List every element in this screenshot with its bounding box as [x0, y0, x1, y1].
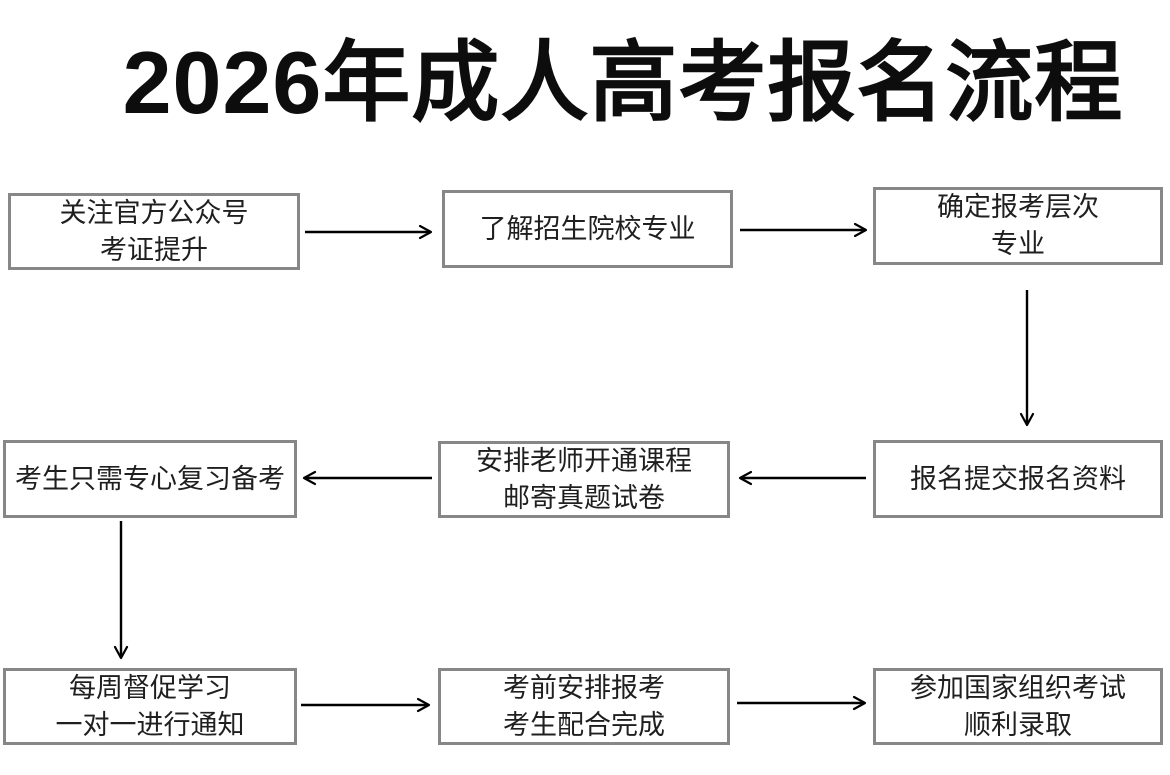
- node-label-line: 了解招生院校专业: [479, 213, 696, 244]
- node-label-line: 参加国家组织考试: [910, 672, 1126, 703]
- node-label-line: 一对一进行通知: [55, 709, 245, 740]
- flow-node-weekly-supervision: 每周督促学习 一对一进行通知: [3, 668, 297, 745]
- flow-node-teacher-opens-course: 安排老师开通课程 邮寄真题试卷: [438, 441, 730, 518]
- node-label-line: 关注官方公众号: [59, 197, 249, 228]
- node-label-line: 报名提交报名资料: [910, 463, 1126, 494]
- node-label-line: 考前安排报考: [503, 672, 665, 703]
- flow-node-determine-level-major: 确定报考层次 专业: [873, 187, 1163, 265]
- flow-node-follow-official-account: 关注官方公众号 考证提升: [8, 193, 300, 270]
- node-label-line: 考生配合完成: [503, 709, 665, 740]
- node-label-line: 确定报考层次: [937, 192, 1099, 222]
- node-label-line: 专业: [991, 229, 1045, 259]
- node-label-line: 安排老师开通课程: [476, 445, 692, 476]
- node-label-line: 顺利录取: [964, 709, 1072, 740]
- page-title: 2026年成人高考报名流程: [122, 33, 1124, 132]
- flow-node-learn-schools-majors: 了解招生院校专业: [442, 190, 733, 268]
- node-label-line: 考证提升: [100, 234, 208, 265]
- flow-node-submit-registration-materials: 报名提交报名资料: [873, 440, 1163, 518]
- node-label-line: 每周督促学习: [69, 672, 231, 703]
- node-label-line: 邮寄真题试卷: [503, 482, 665, 513]
- flow-node-pre-exam-arrangement: 考前安排报考 考生配合完成: [438, 668, 730, 745]
- flow-node-take-national-exam: 参加国家组织考试 顺利录取: [873, 668, 1163, 745]
- node-label-line: 考生只需专心复习备考: [15, 463, 285, 494]
- flow-node-focus-on-review: 考生只需专心复习备考: [3, 440, 297, 518]
